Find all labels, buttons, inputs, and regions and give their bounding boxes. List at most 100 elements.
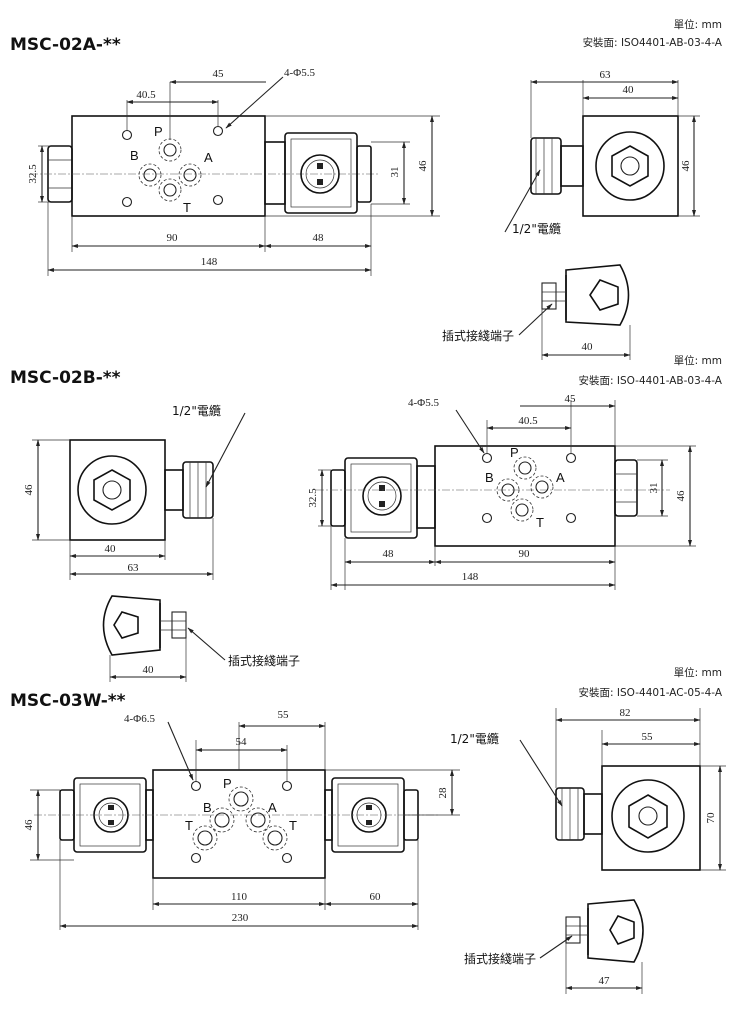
coil-neck <box>416 465 436 529</box>
terminal-label: 插式接綫端子 <box>228 653 300 668</box>
dim-31: 31 <box>389 167 401 178</box>
dim-40: 40 <box>143 664 155 676</box>
dim-70: 70 <box>705 812 717 824</box>
port-label-t1: T <box>185 818 193 833</box>
mounting-hole <box>212 194 224 206</box>
mounting-surface-label: 安裝面: ISO-4401-AC-05-4-A <box>579 686 723 699</box>
port-label-b: B <box>203 800 212 815</box>
solenoid-coil <box>284 132 358 214</box>
dim-63: 63 <box>600 69 612 81</box>
terminal-view: 插式接綫端子 40 <box>102 595 300 682</box>
dim-60: 60 <box>370 891 382 903</box>
plug-connector <box>102 595 161 656</box>
dim-28: 28 <box>437 787 449 799</box>
mounting-hole <box>565 452 577 464</box>
hex-nut <box>93 469 131 511</box>
dim-32-5: 32.5 <box>27 164 39 184</box>
port-b <box>138 163 162 187</box>
mounting-hole <box>565 512 577 524</box>
dim-32-5: 32.5 <box>307 488 319 508</box>
terminal-pins <box>171 611 187 639</box>
dim-47: 47 <box>599 975 611 987</box>
hex-nut <box>609 915 635 945</box>
cable-gland <box>530 137 562 195</box>
dim-40: 40 <box>582 341 594 353</box>
port-p <box>158 138 182 162</box>
port-label-t: T <box>536 515 544 530</box>
side-view: 82 55 70 1/2"電纜 <box>450 707 726 871</box>
model-title: MSC-02B-** <box>10 368 121 388</box>
mounting-hole <box>121 129 133 141</box>
coil-face <box>611 779 685 853</box>
dim-40-5: 40.5 <box>518 415 538 427</box>
terminal-pins <box>565 916 581 944</box>
section-msc-03w: MSC-03W-** 單位: mm 安裝面: ISO-4401-AC-05-4-… <box>10 666 726 994</box>
dim-48: 48 <box>383 548 395 560</box>
hex-nut <box>611 145 649 187</box>
plug-connector <box>587 899 644 963</box>
unit-label: 單位: mm <box>674 666 722 679</box>
right-nut <box>614 459 638 517</box>
hex-nut <box>589 279 619 311</box>
mounting-hole <box>121 196 133 208</box>
port-label-t2: T <box>289 818 297 833</box>
port-a <box>178 163 202 187</box>
coil-end-cap <box>356 145 372 203</box>
section-msc-02b: MSC-02B-** 單位: mm 安裝面: ISO-4401-AB-03-4-… <box>10 354 723 682</box>
coil-housing <box>582 115 679 217</box>
port-label-t: T <box>183 200 191 215</box>
terminal-view: 插式接綫端子 47 <box>464 899 644 994</box>
dim-46: 46 <box>417 160 429 172</box>
port-p <box>513 456 537 480</box>
terminal-label: 插式接綫端子 <box>442 328 514 343</box>
front-view: P B A T 45 40.5 4-Φ5.5 32.5 31 46 90 <box>27 67 440 276</box>
hex-nut <box>113 611 139 639</box>
dim-90: 90 <box>519 548 531 560</box>
mounting-hole <box>212 125 224 137</box>
coil-face <box>77 455 147 525</box>
dim-holes: 4-Φ6.5 <box>124 713 155 725</box>
dim-110: 110 <box>231 891 248 903</box>
port-b <box>209 807 235 833</box>
dim-46: 46 <box>675 490 687 502</box>
dim-54: 54 <box>236 736 248 748</box>
coil-neck <box>264 141 286 205</box>
dim-63: 63 <box>128 562 140 574</box>
coil-housing <box>601 765 701 871</box>
valve-body <box>434 445 616 547</box>
model-title: MSC-02A-** <box>10 35 121 55</box>
port-label-b: B <box>130 148 139 163</box>
valve-body <box>71 115 266 217</box>
mounting-hole <box>281 852 293 864</box>
dim-90: 90 <box>167 232 179 244</box>
port-a <box>245 807 271 833</box>
coil-housing <box>69 439 166 541</box>
connector-socket <box>300 154 340 194</box>
valve-body <box>152 769 326 879</box>
port-label-a: A <box>268 800 277 815</box>
section-msc-02a: MSC-02A-** 單位: mm 安裝面: ISO4401-AB-03-4-A <box>10 18 723 360</box>
dim-148: 148 <box>201 256 218 268</box>
side-view: 1/2"電纜 46 40 63 <box>23 404 246 580</box>
terminal-pins <box>541 282 557 310</box>
unit-label: 單位: mm <box>674 18 722 31</box>
dim-46: 46 <box>23 484 35 496</box>
mounting-surface-label: 安裝面: ISO4401-AB-03-4-A <box>583 36 723 49</box>
dim-230: 230 <box>232 912 249 924</box>
port-label-p: P <box>154 124 163 139</box>
dim-40-5: 40.5 <box>136 89 156 101</box>
port-label-a: A <box>204 150 213 165</box>
port-b <box>496 478 520 502</box>
solenoid-coil <box>344 457 418 539</box>
port-t2 <box>262 825 288 851</box>
dim-55: 55 <box>642 731 654 743</box>
connector-socket <box>362 476 402 516</box>
port-label-a: A <box>556 470 565 485</box>
port-a <box>530 475 554 499</box>
dim-holes: 4-Φ5.5 <box>284 67 315 79</box>
dim-40: 40 <box>105 543 117 555</box>
dim-55: 55 <box>278 709 290 721</box>
dim-45: 45 <box>565 393 577 405</box>
terminal-label: 插式接綫端子 <box>464 951 536 966</box>
cable-label: 1/2"電纜 <box>512 222 561 236</box>
